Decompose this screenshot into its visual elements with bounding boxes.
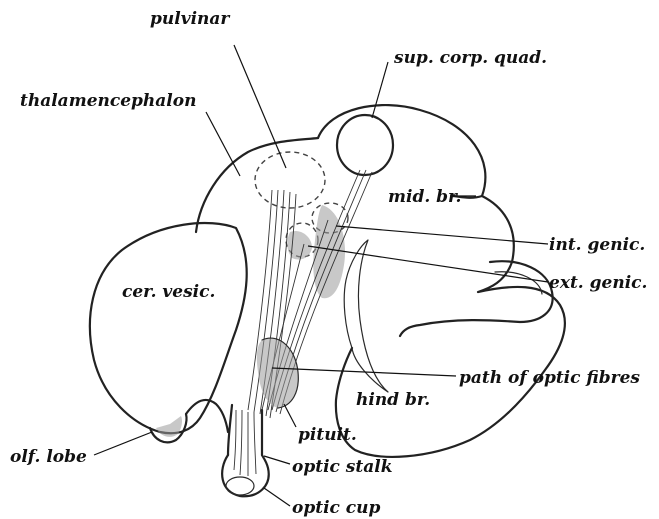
- optic-cup-inner: [226, 477, 254, 495]
- label-cer-vesic: cer. vesic.: [122, 282, 215, 302]
- hind-brain-inner-fold: [344, 240, 388, 392]
- pituitary: [257, 338, 299, 408]
- cerebral-vesicle: [90, 223, 247, 433]
- label-optic-cup: optic cup: [292, 498, 381, 518]
- leader-optic-cup: [264, 488, 290, 506]
- label-int-genic: int. genic.: [549, 235, 645, 255]
- label-ext-genic: ext. genic.: [549, 273, 647, 293]
- optic-stalk-fibres: [234, 410, 256, 476]
- optic-stalk: [228, 405, 262, 455]
- leader-pulvinar: [234, 45, 286, 168]
- leader-olf-lobe: [94, 432, 152, 455]
- label-pulvinar: pulvinar: [150, 9, 230, 29]
- label-thalamencephalon: thalamencephalon: [20, 91, 196, 111]
- geniculate-shading: [313, 205, 345, 298]
- leader-optic-stalk: [264, 456, 290, 464]
- label-optic-stalk: optic stalk: [292, 457, 392, 477]
- thalamencephalon-outline: [196, 138, 318, 232]
- label-path-of-optic-fibres: path of optic fibres: [459, 368, 640, 388]
- sup-corp-quad-circle: [337, 115, 393, 175]
- leader-path-optic-fibres: [272, 368, 456, 376]
- label-sup-corp-quad: sup. corp. quad.: [393, 48, 547, 68]
- label-hind-br: hind br.: [356, 390, 430, 410]
- label-mid-br: mid. br.: [388, 187, 461, 207]
- leader-sup-corp-quad: [372, 62, 388, 118]
- leader-pituit: [284, 404, 296, 427]
- label-pituit: pituit.: [298, 425, 357, 445]
- optic-cup: [222, 455, 269, 496]
- pontine-flexure: [400, 261, 553, 336]
- olfactory-lobe-shading: [156, 416, 182, 437]
- label-olf-lobe: olf. lobe: [10, 447, 87, 467]
- leader-thalamencephalon: [206, 112, 240, 176]
